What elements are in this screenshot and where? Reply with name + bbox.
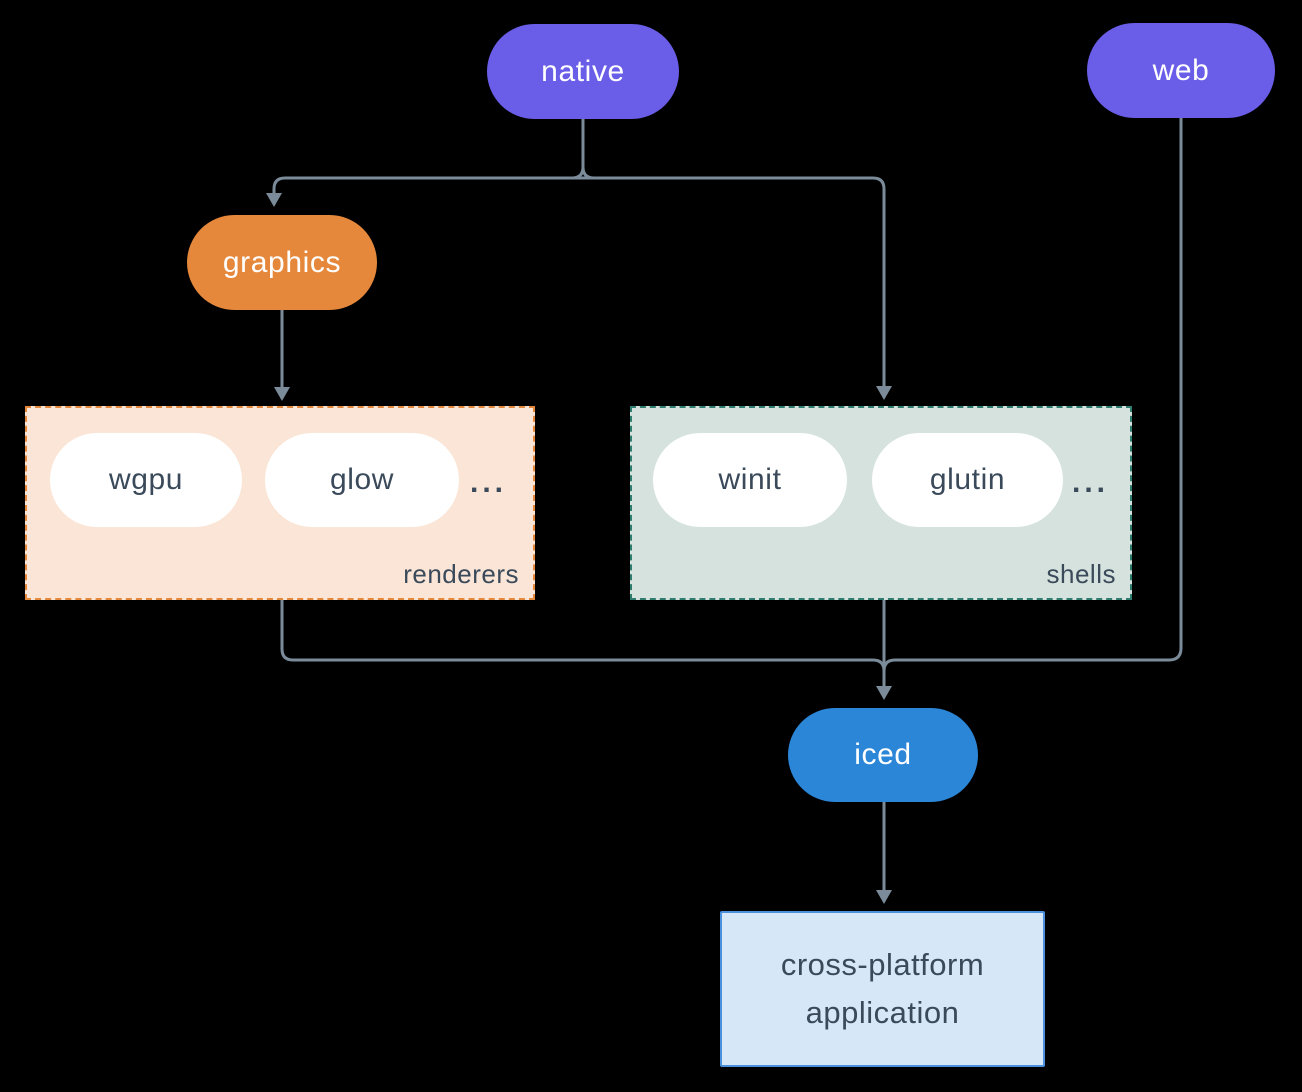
- arrowhead-renderers: [274, 387, 290, 401]
- node-glutin-label: glutin: [929, 463, 1006, 496]
- arrowhead-application: [876, 890, 892, 904]
- node-native-label: native: [541, 54, 625, 88]
- group-shells-label: shells: [1046, 559, 1116, 589]
- node-glow: glow: [265, 433, 459, 527]
- arrowhead-graphics: [266, 193, 282, 207]
- node-winit-label: winit: [718, 463, 782, 496]
- node-graphics: graphics: [187, 215, 377, 310]
- arrowhead-iced: [876, 686, 892, 700]
- node-application: cross-platform application: [720, 911, 1045, 1067]
- group-renderers: wgpu glow ... renderers: [25, 406, 535, 600]
- node-iced-label: iced: [854, 738, 912, 771]
- renderers-ellipsis: ...: [470, 466, 508, 499]
- shells-ellipsis: ...: [1072, 466, 1110, 499]
- node-native: native: [487, 24, 679, 119]
- node-glutin: glutin: [872, 433, 1063, 527]
- group-shells: winit glutin ... shells: [630, 406, 1132, 600]
- node-glow-label: glow: [329, 463, 395, 496]
- node-application-label: cross-platform application: [780, 947, 985, 1030]
- node-wgpu: wgpu: [50, 433, 242, 527]
- node-web: web: [1087, 23, 1275, 118]
- arrowhead-shells: [876, 386, 892, 400]
- node-iced: iced: [788, 708, 978, 802]
- node-web-label: web: [1152, 53, 1210, 87]
- group-renderers-label: renderers: [403, 559, 519, 589]
- edge-native-stem: [571, 119, 595, 180]
- node-graphics-label: graphics: [222, 245, 342, 279]
- node-wgpu-label: wgpu: [108, 463, 184, 496]
- edge-renderers-to-junction: [280, 600, 886, 672]
- node-winit: winit: [653, 433, 847, 527]
